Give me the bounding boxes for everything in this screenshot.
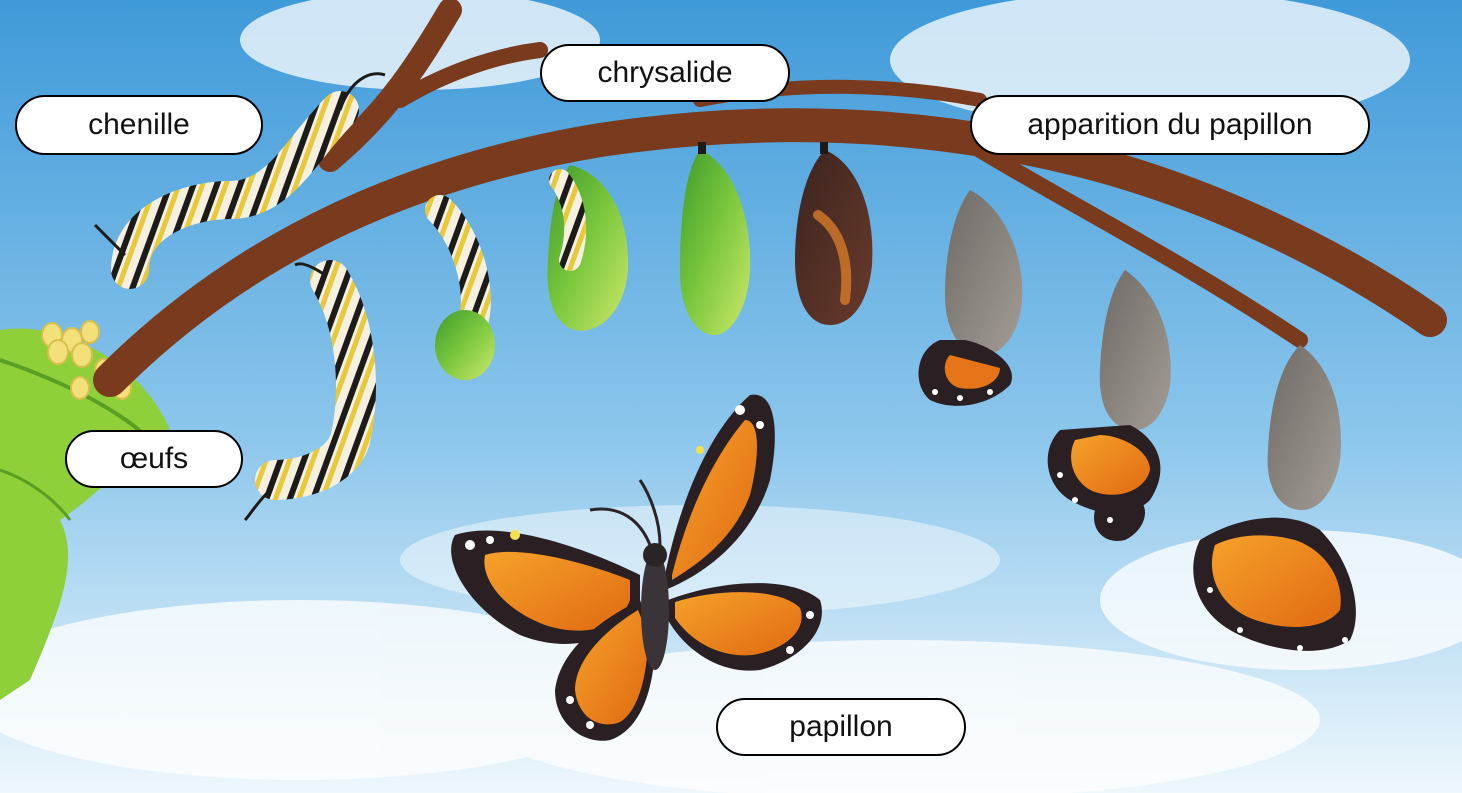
label-apparition-du-papillon: apparition du papillon	[970, 95, 1370, 155]
label-chrysalide: chrysalide	[540, 44, 790, 102]
label-oeufs: œufs	[65, 430, 243, 488]
label-chenille: chenille	[15, 95, 263, 155]
label-papillon: papillon	[716, 698, 966, 756]
